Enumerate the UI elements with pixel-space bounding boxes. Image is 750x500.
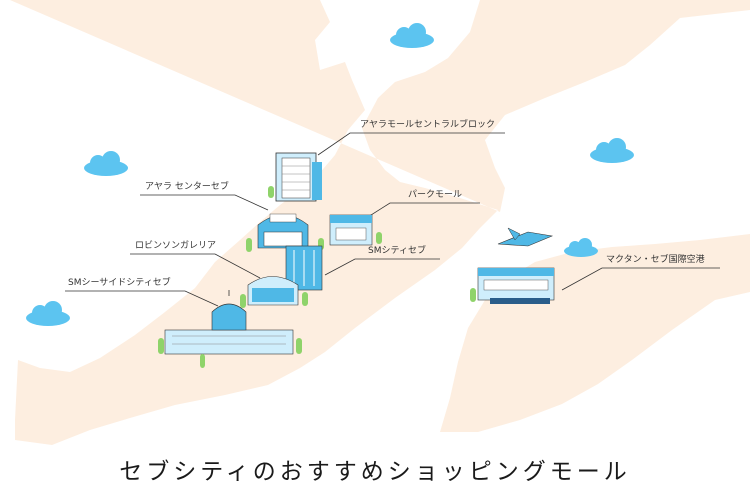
cloud-icon (84, 151, 128, 176)
office-tower-icon (268, 152, 322, 202)
location-label-park-mall[interactable]: パークモール (408, 190, 463, 200)
mall-icon (240, 276, 308, 308)
cloud-icon (564, 238, 598, 257)
mall-icon (246, 213, 324, 252)
cloud-icon (590, 138, 634, 163)
page-title: セブシティのおすすめショッピングモール (119, 459, 631, 485)
location-label-sm-seaside[interactable]: SMシーサイドシティセブ (68, 278, 171, 288)
location-label-robinsons-galleria[interactable]: ロビンソンガレリア (135, 241, 217, 251)
location-label-ayala-central-bloc[interactable]: アヤラモールセントラルブロック (360, 120, 496, 130)
domed-building-icon (158, 290, 302, 368)
location-label-sm-city-cebu[interactable]: SMシティセブ (368, 246, 426, 256)
mall-icon (329, 214, 382, 246)
cloud-icon (390, 23, 434, 48)
airport-icon (470, 227, 555, 304)
cebu-mainland (10, 0, 750, 445)
leader-lines (65, 132, 720, 307)
location-label-ayala-center-cebu[interactable]: アヤラ センターセブ (145, 182, 229, 192)
cloud-icon (26, 301, 70, 326)
location-label-mactan-airport[interactable]: マクタン・セブ国際空港 (606, 255, 705, 265)
